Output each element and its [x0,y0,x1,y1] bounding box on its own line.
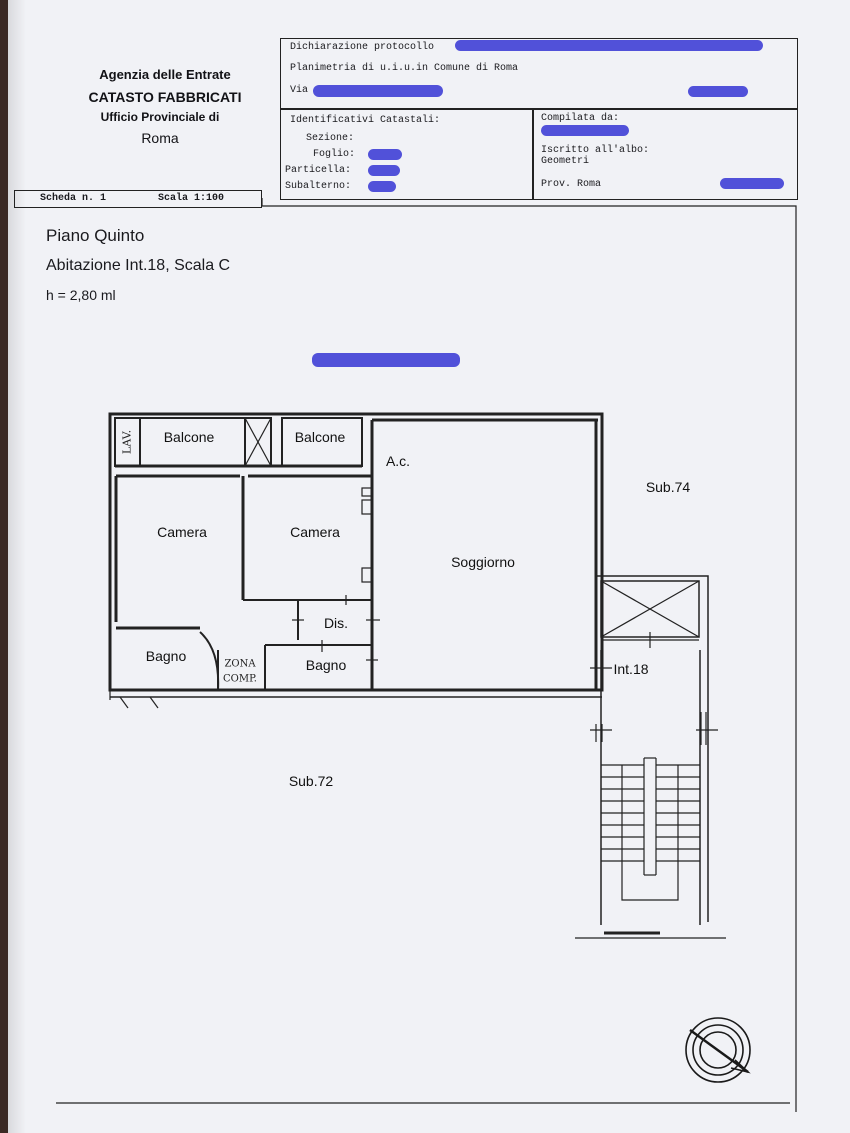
redaction-civico [688,86,748,97]
document-sheet [8,0,850,1133]
redaction-street [312,353,460,367]
sezione-label: Sezione: [306,133,355,144]
redaction-numero [720,178,784,189]
outer-wall [108,412,604,692]
room-lav: LAV. [120,429,134,455]
altezza-value: h = 2,80 ml [46,287,116,303]
prov-label: Prov. Roma [541,179,602,190]
room-balcone-left: Balcone [163,429,215,445]
room-ac: A.c. [385,453,411,469]
room-bagno-left: Bagno [145,648,187,664]
shaft-cross-b [244,417,272,467]
agency-office: Ufficio Provinciale di [100,110,220,124]
stair-outline [596,575,709,922]
label-sub72: Sub.72 [288,773,334,789]
room-balcone-right: Balcone [294,429,346,445]
header-top-box [280,38,798,110]
room-zona-line1: ZONA [224,658,256,670]
planimetria-label: Planimetria di u.i.u.in Comune di Roma [290,63,519,74]
redaction-protocollo [455,40,763,51]
subalterno-label: Subalterno: [285,181,352,192]
room-soggiorno: Soggiorno [451,554,515,570]
agency-name: Agenzia delle Entrate [99,67,231,82]
scala-label: Scala 1:100 [158,193,225,204]
door-arc [199,631,220,691]
room-bagno-right: Bagno [305,657,347,673]
redaction-via [313,85,443,97]
compilata-label: Compilata da: [541,113,620,124]
paper-shadow [8,0,26,1133]
identificativi-label: Identificativi Catastali: [290,115,441,126]
agency-city: Roma [141,130,179,146]
agency-catasto: CATASTO FABBRICATI [88,89,242,105]
redaction-compilatore [541,125,629,136]
room-camera-left: Camera [157,524,207,540]
header-ids-box [280,108,534,200]
frame-border [261,198,797,1112]
label-sub74: Sub.74 [645,479,691,495]
via-label: Via [290,85,309,96]
iscritto-label: Iscritto all'albo: [541,145,650,156]
particella-label: Particella: [285,165,352,176]
header-compiler-box [532,108,798,200]
scheda-label: Scheda n. 1 [40,193,107,204]
redaction-foglio [368,149,402,160]
room-dis: Dis. [323,615,349,631]
label-int18: Int.18 [613,661,649,677]
room-zona-line2: COMP. [223,673,257,685]
piano-title: Piano Quinto [46,226,145,245]
dichiarazione-label: Dichiarazione protocollo [290,42,435,53]
foglio-label: Foglio: [313,149,356,160]
albo-value: Geometri [541,156,590,167]
abitazione-title: Abitazione Int.18, Scala C [46,257,231,274]
redaction-subalterno [368,181,396,192]
redaction-particella [368,165,400,176]
north-arrow-icon [685,1017,751,1083]
room-camera-right: Camera [290,524,340,540]
